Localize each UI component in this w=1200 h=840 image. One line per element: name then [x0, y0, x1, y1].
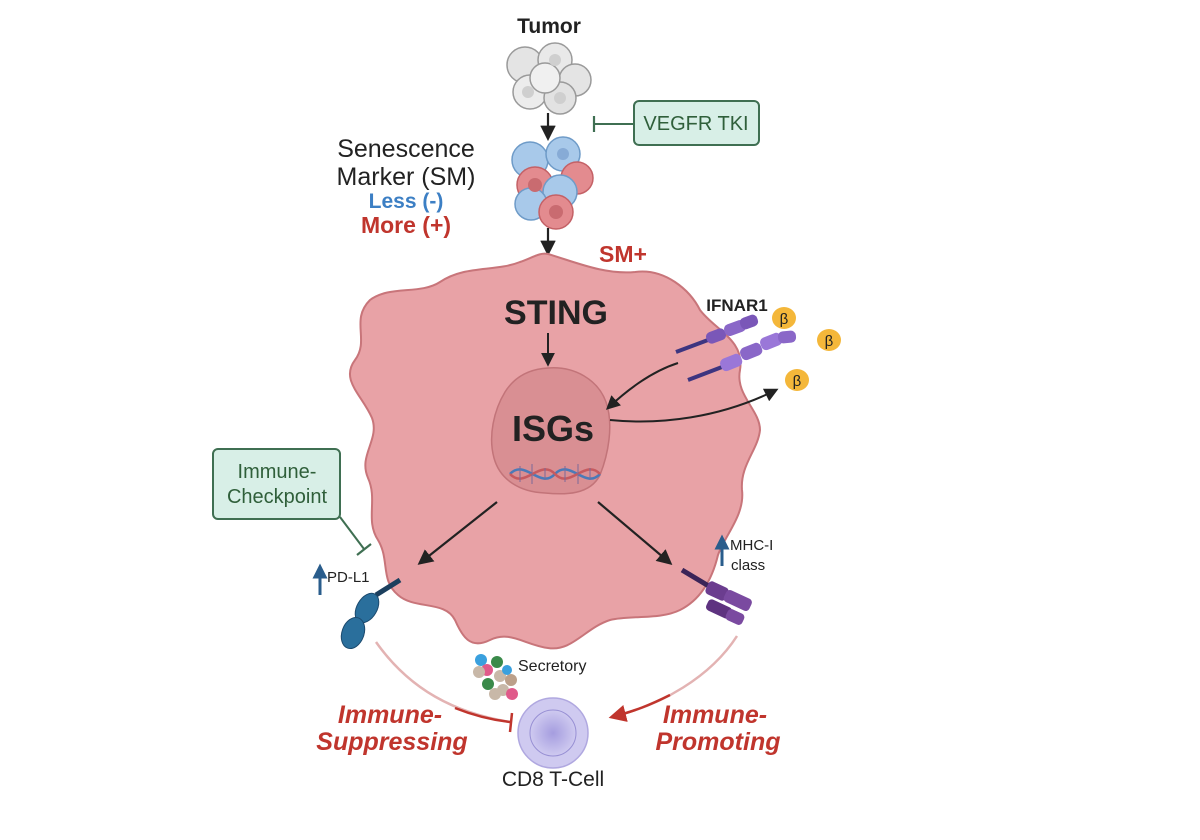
pdl1-protein-icon [340, 577, 402, 649]
sting-label: STING [504, 294, 608, 332]
svg-text:β: β [780, 311, 789, 328]
suppressing-label-line2: Suppressing [316, 728, 467, 756]
immune-checkpoint-box: Immune- Checkpoint [212, 448, 341, 520]
tumor-cells-icon [506, 42, 592, 115]
more-label: More (+) [361, 212, 451, 238]
dna-helix-icon [509, 464, 601, 484]
suppressing-arc-end [454, 706, 511, 724]
arrow-to-mhc [597, 501, 673, 565]
senescence-label-line2: Marker (SM) [337, 163, 476, 191]
svg-text:β: β [793, 373, 802, 390]
suppressing-inhibit-bar [508, 712, 514, 733]
promoting-label-line1: Immune- [663, 701, 767, 729]
ifnar1-receptor-icon [675, 314, 797, 382]
cd8-t-cell-icon [517, 697, 589, 769]
pdl1-label: PD-L1 [327, 569, 370, 586]
less-label: Less (-) [369, 190, 444, 213]
isgs-label: ISGs [512, 408, 594, 449]
promoting-arc-end [608, 693, 671, 722]
promoting-label-line2: Promoting [656, 728, 781, 756]
senescence-label-line1: Senescence [337, 135, 475, 163]
mhc-label-line1: MHC-I [730, 537, 773, 554]
arrow-isgs-to-beta [609, 388, 779, 423]
secretory-factors-icon [473, 654, 518, 700]
interferon-beta-icon: β [772, 307, 796, 329]
arrow-ifnar1-to-isgs [605, 362, 679, 410]
mhc-label-line2: class [731, 557, 765, 574]
arrow-to-pdl1 [417, 501, 498, 565]
checkpoint-inhibit-line [339, 516, 365, 550]
senescent-cells-icon [511, 136, 594, 230]
tumor-label: Tumor [517, 15, 581, 38]
interferon-beta-icon: β [785, 369, 809, 391]
secretory-label: Secretory [518, 658, 586, 675]
checkpoint-label-line1: Immune- [238, 461, 317, 483]
tcell-label: CD8 T-Cell [502, 768, 604, 791]
vegfr-tki-label: VEGFR TKI [643, 113, 748, 135]
checkpoint-inhibit-bar [356, 543, 372, 556]
checkpoint-label-line2: Checkpoint [227, 486, 328, 508]
suppressing-label-line1: Immune- [338, 701, 442, 729]
sm-plus-label: SM+ [599, 241, 647, 267]
vegfr-tki-box: VEGFR TKI [633, 100, 760, 146]
mhc-class-i-protein-icon [680, 567, 752, 625]
svg-text:β: β [825, 333, 834, 350]
ifnar1-label: IFNAR1 [706, 296, 767, 315]
interferon-beta-icon: β [817, 329, 841, 351]
